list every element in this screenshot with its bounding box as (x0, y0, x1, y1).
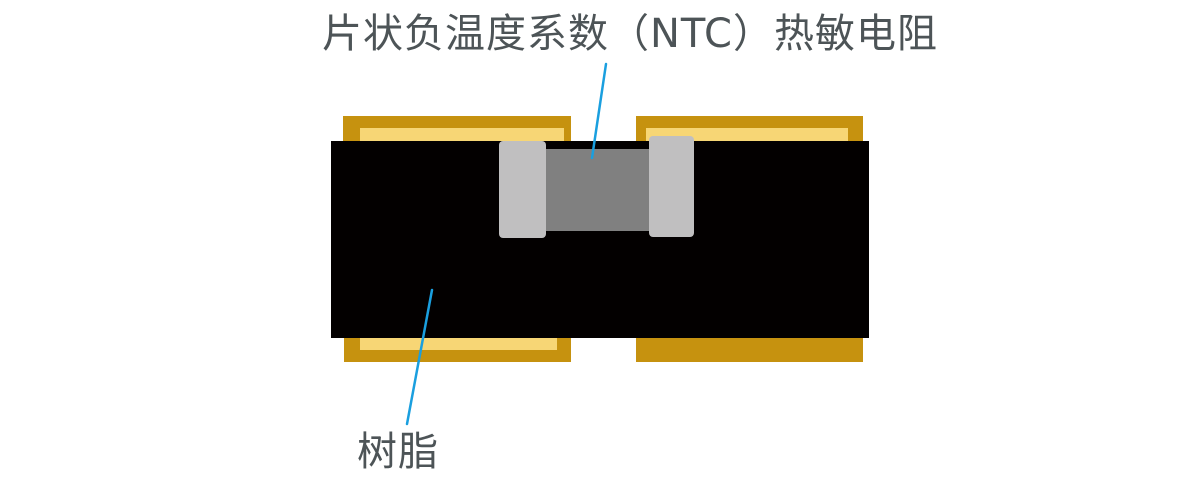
resin-leader-line (405, 288, 434, 426)
bottom-left-electrode (344, 336, 571, 362)
component-label: 片状负温度系数（NTC）热敏电阻 (322, 11, 938, 57)
right-terminal (649, 136, 694, 237)
left-terminal (499, 141, 546, 238)
bottom-right-electrode (636, 336, 863, 362)
component-leader-line (590, 62, 608, 160)
top-left-electrode (343, 116, 571, 142)
resin-label: 树脂 (357, 429, 439, 475)
ntc-thermistor-element (540, 149, 660, 231)
